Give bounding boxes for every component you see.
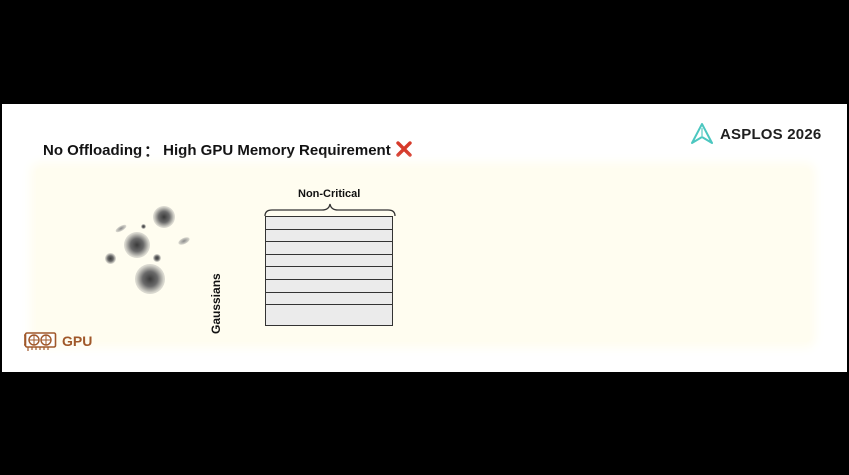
slide-title: No Offloading ： High GPU Memory Requirem… xyxy=(43,140,412,161)
gaussian-blob xyxy=(141,224,146,229)
gaussian-row xyxy=(266,280,392,293)
gaussian-row xyxy=(266,217,392,230)
gaussian-row xyxy=(266,255,392,268)
title-detail: High GPU Memory Requirement xyxy=(163,142,391,159)
gpu-device: GPU xyxy=(24,330,92,352)
gaussian-blob xyxy=(124,232,150,258)
title-main: No Offloading xyxy=(43,142,143,159)
gaussian-row xyxy=(266,242,392,255)
gaussian-row xyxy=(266,230,392,243)
red-cross-icon xyxy=(396,140,412,161)
conference-logo: ASPLOS 2026 xyxy=(690,122,821,146)
title-separator: ： xyxy=(144,143,160,160)
gaussian-row xyxy=(266,305,392,318)
non-critical-label: Non-Critical xyxy=(298,188,361,200)
gaussian-blob xyxy=(114,223,128,234)
gaussian-blob xyxy=(135,264,165,294)
conference-name: ASPLOS 2026 xyxy=(720,125,822,143)
gaussian-table xyxy=(265,216,393,326)
gaussian-blob xyxy=(105,253,116,264)
gaussian-blob xyxy=(153,254,161,262)
gaussian-blob xyxy=(153,206,175,228)
gaussian-blob xyxy=(177,235,191,247)
gaussian-row xyxy=(266,293,392,306)
gaussian-row xyxy=(266,267,392,280)
gpu-card-icon xyxy=(24,332,57,351)
gpu-label: GPU xyxy=(62,333,93,349)
illustration-panel: Gaussians Non-Critical xyxy=(36,168,810,342)
slide: ASPLOS 2026 No Offloading ： High GPU Mem… xyxy=(2,104,847,372)
asplos-arrow-logo-icon xyxy=(691,123,713,144)
gaussians-axis-label: Gaussians xyxy=(209,273,223,334)
curly-brace-icon xyxy=(264,203,396,217)
